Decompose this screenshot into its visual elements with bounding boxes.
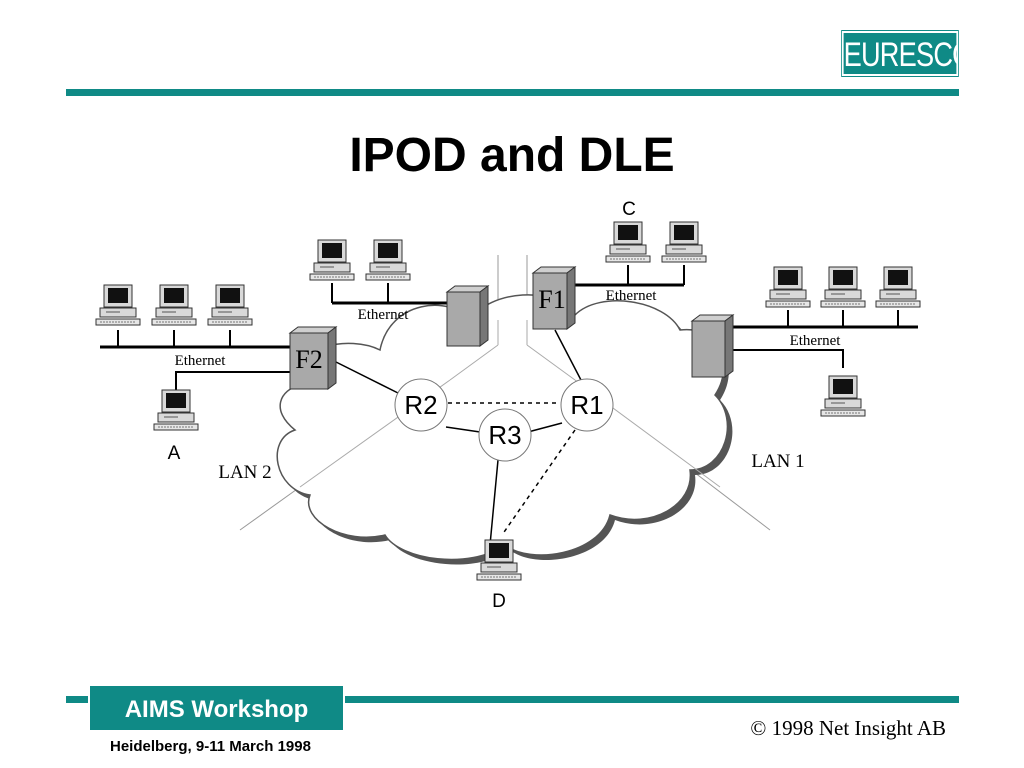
firewall-f1-label: F1 [538, 285, 565, 314]
copyright: © 1998 Net Insight AB [750, 716, 946, 740]
gateway-lan1 [690, 314, 735, 378]
router-r1 [560, 378, 614, 432]
computer-icon [820, 375, 866, 417]
link-r3-d [489, 459, 499, 546]
router-r3 [478, 408, 532, 462]
computer-icon [365, 239, 411, 281]
router-r1-label: R1 [570, 390, 603, 420]
ethernet-label: Ethernet [606, 288, 658, 304]
router-r2-label: R2 [404, 390, 437, 420]
host-d-label: D [492, 591, 506, 612]
lan2-label: LAN 2 [218, 462, 271, 483]
firewall-f2-label: F2 [295, 345, 322, 374]
dashed-link-r1-d [501, 429, 576, 536]
ethernet-label: Ethernet [790, 333, 842, 349]
router-r3-label: R3 [488, 420, 521, 450]
host-c-label: C [622, 199, 636, 220]
ethernet-label: Ethernet [358, 307, 410, 323]
link-a-f2 [175, 371, 292, 390]
computer-icon [207, 284, 253, 326]
top-rule [66, 89, 959, 96]
computer-icon-host-c [605, 221, 651, 263]
computer-icon [765, 266, 811, 308]
host-a-label: A [168, 443, 181, 464]
ethernet-label: Ethernet [175, 353, 227, 369]
bottom-rule [66, 696, 959, 703]
slide-title: IPOD and DLE [349, 129, 675, 182]
link-r2-r3 [445, 426, 481, 433]
computer-icon [661, 221, 707, 263]
workshop-banner: AIMS Workshop [88, 684, 345, 732]
computer-icon [151, 284, 197, 326]
gateway-top-left [445, 285, 490, 347]
location-date: Heidelberg, 9-11 March 1998 [110, 738, 311, 755]
link-r3-r1 [527, 422, 563, 433]
lan1-label: LAN 1 [751, 451, 804, 472]
link-f2-r2 [327, 357, 399, 394]
computer-icon [95, 284, 141, 326]
computer-icon [875, 266, 921, 308]
link-f1-r1 [554, 329, 583, 383]
firewall-f2 [288, 326, 338, 390]
computer-icon [820, 266, 866, 308]
firewall-f1 [531, 266, 577, 330]
computer-icon-host-a [153, 389, 199, 431]
computer-icon [309, 239, 355, 281]
router-r2 [394, 378, 448, 432]
